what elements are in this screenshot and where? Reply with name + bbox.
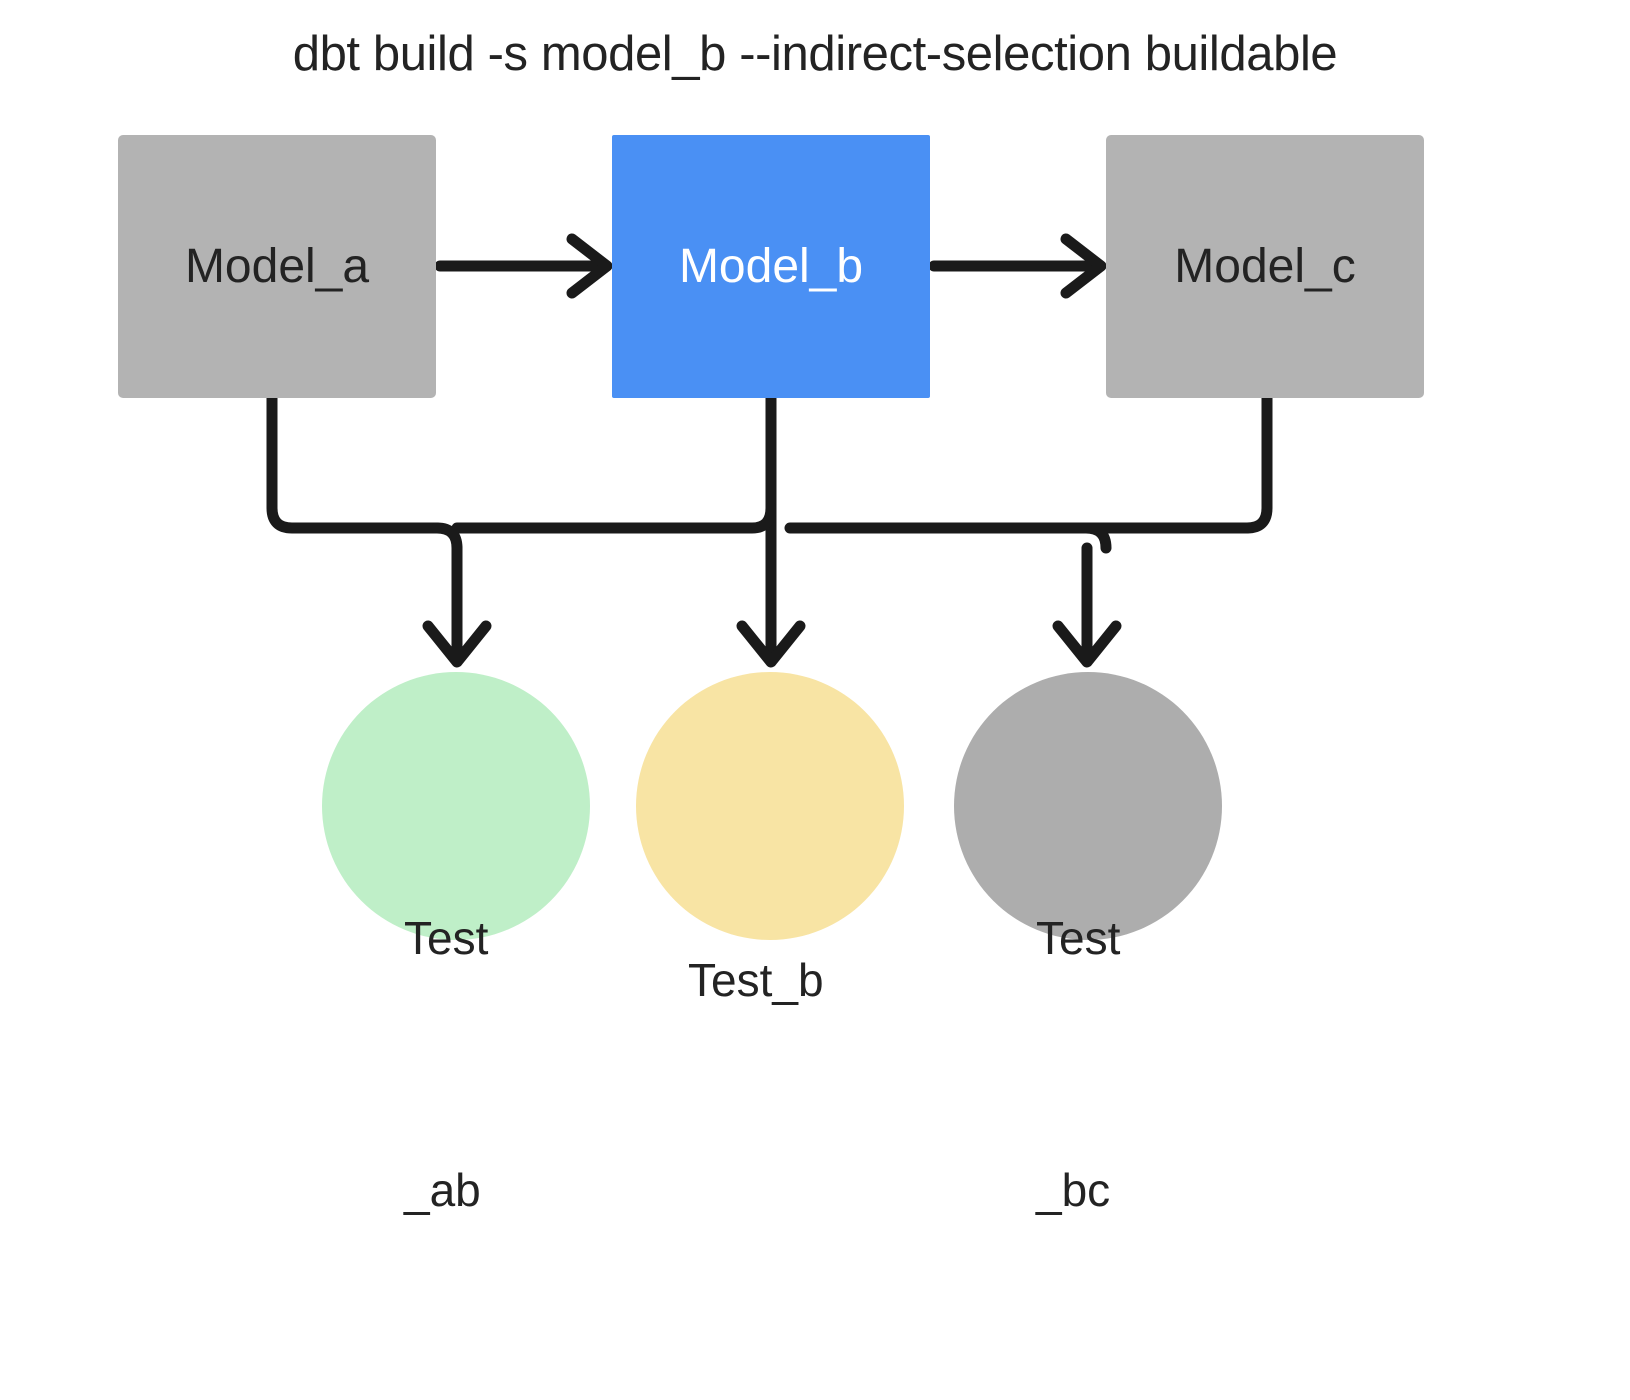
edges-layer [266,233,1273,668]
node-model-c[interactable] [1106,135,1424,398]
arrowhead-test-b [736,620,806,668]
edge-bus-right [784,522,1253,554]
edge-model-c-down [1100,392,1273,534]
arrowhead-model-b [566,233,613,299]
node-test-b[interactable] [636,672,904,940]
node-test-bc[interactable] [954,672,1222,940]
diagram-canvas: dbt build -s model_b --indirect-selectio… [118,27,1424,1216]
diagram-title: dbt build -s model_b --indirect-selectio… [292,27,1338,81]
node-test-ab-label-line2: _ab [404,1164,481,1216]
arrowhead-test-bc [1052,620,1122,668]
arrowhead-model-c [1060,233,1107,299]
arrowhead-test-ab [422,620,492,668]
node-model-b[interactable] [612,135,930,398]
node-model-a[interactable] [118,135,436,398]
edge-model-a-down [266,392,443,534]
node-test-ab[interactable] [322,672,590,940]
edge-bus-left [431,502,777,554]
node-test-bc-label-line2: _bc [1036,1164,1111,1216]
